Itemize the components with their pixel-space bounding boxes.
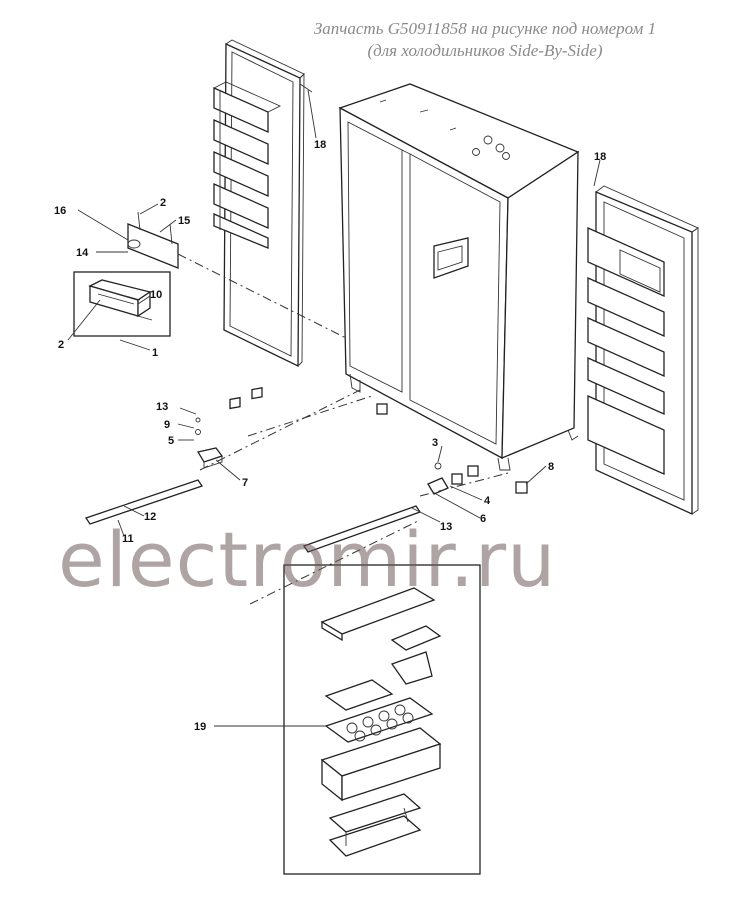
callout-12: 12 bbox=[144, 511, 156, 523]
callout-14: 14 bbox=[76, 247, 89, 259]
callout-8: 8 bbox=[548, 461, 554, 473]
accessory-box bbox=[283, 564, 481, 875]
site-watermark: electromir.ru bbox=[58, 515, 557, 604]
right-door bbox=[587, 185, 699, 516]
left-door bbox=[213, 39, 313, 368]
callout-2-bottom: 2 bbox=[58, 339, 64, 351]
callout-3: 3 bbox=[432, 437, 438, 449]
callout-5: 5 bbox=[168, 435, 174, 447]
part-caption: Запчасть G50911858 на рисунке под номеро… bbox=[250, 18, 720, 62]
callout-4: 4 bbox=[484, 495, 491, 507]
caption-line-1: Запчасть G50911858 на рисунке под номеро… bbox=[313, 19, 657, 38]
callout-15: 15 bbox=[178, 215, 190, 227]
callouts: 16 2 15 14 10 2 1 18 18 13 9 5 7 12 11 3… bbox=[54, 139, 606, 733]
callout-13-right: 13 bbox=[440, 521, 452, 533]
callout-18-left: 18 bbox=[314, 139, 326, 151]
callout-11: 11 bbox=[122, 533, 134, 545]
callout-10: 10 bbox=[150, 289, 162, 301]
leader-lines bbox=[67, 89, 601, 727]
caption-line-2: (для холодильников Side-By-Side) bbox=[367, 41, 603, 60]
callout-13-left: 13 bbox=[156, 401, 168, 413]
hinge-parts bbox=[195, 387, 528, 495]
alignment-lines bbox=[177, 253, 513, 605]
callout-1: 1 bbox=[152, 347, 158, 359]
callout-18-right: 18 bbox=[594, 151, 606, 163]
callout-7: 7 bbox=[242, 477, 248, 489]
callout-9: 9 bbox=[164, 419, 170, 431]
callout-6: 6 bbox=[480, 513, 486, 525]
refrigerator-cabinet bbox=[338, 83, 580, 471]
callout-16: 16 bbox=[54, 205, 66, 217]
ice-maker-inset bbox=[73, 271, 171, 337]
callout-2-top: 2 bbox=[160, 197, 166, 209]
callout-19: 19 bbox=[194, 721, 206, 733]
ice-maker-bracket bbox=[127, 211, 179, 269]
